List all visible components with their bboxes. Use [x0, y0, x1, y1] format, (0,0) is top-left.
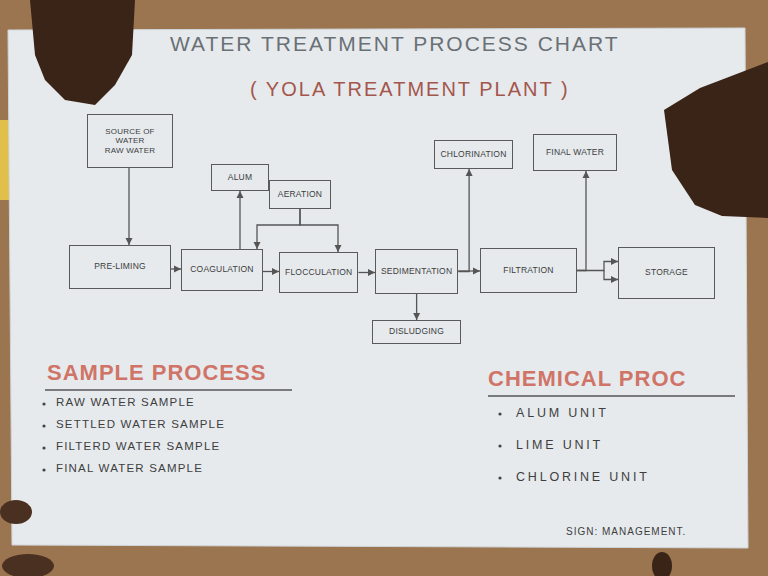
process-box: COAGULATION	[181, 249, 263, 291]
connector-line	[257, 209, 300, 249]
arrowhead	[272, 268, 279, 275]
process-box: STORAGE	[618, 247, 715, 299]
box-text: FINAL WATER	[546, 148, 604, 158]
process-box: AERATION	[269, 180, 331, 209]
arrowhead	[254, 242, 261, 249]
arrowhead	[611, 276, 618, 283]
connector-line	[128, 168, 129, 245]
box-text: FLOCCULATION	[285, 268, 352, 278]
arrowhead	[368, 269, 375, 276]
arrowhead	[126, 238, 133, 245]
box-text: ALUM	[228, 173, 252, 183]
flow-arrow	[577, 258, 618, 283]
process-box: SOURCE OF WATERRAW WATER	[87, 114, 173, 168]
arrowhead	[174, 266, 181, 273]
process-box: FILTRATION	[480, 248, 577, 293]
flow-arrow	[300, 209, 342, 252]
underline	[45, 389, 292, 390]
bullet	[42, 468, 45, 471]
flow-arrow	[254, 209, 301, 249]
box-text: CHLORINATION	[441, 150, 507, 160]
list-item: RAW WATER SAMPLE	[56, 396, 195, 408]
box-text: DISLUDGING	[389, 327, 444, 337]
list-item: CHLORINE UNIT	[516, 470, 650, 484]
arrowhead	[335, 245, 342, 252]
arrowhead	[466, 169, 473, 176]
process-box: FINAL WATER	[533, 134, 617, 171]
subtitle: ( YOLA TREATMENT PLANT )	[250, 78, 570, 101]
list-item: LIME UNIT	[516, 438, 603, 452]
list-item: FINAL WATER SAMPLE	[56, 462, 203, 474]
hand	[664, 62, 768, 218]
bullet	[42, 402, 45, 405]
flow-arrow	[358, 269, 375, 276]
connector-line	[458, 169, 469, 272]
underline	[488, 395, 735, 396]
finger	[0, 500, 32, 524]
box-text: PRE-LIMING	[94, 262, 146, 272]
bullet	[498, 476, 501, 479]
connector-line	[577, 171, 586, 271]
arrowhead	[583, 171, 590, 178]
section-heading: SAMPLE PROCESS	[47, 360, 266, 386]
box-text: STORAGE	[645, 268, 688, 278]
arrowhead	[237, 191, 244, 198]
signature: SIGN: MANAGEMENT.	[566, 526, 686, 537]
paper-sheet	[8, 28, 748, 548]
process-box: ALUM	[211, 164, 269, 191]
process-box: DISLUDGING	[372, 320, 461, 344]
connector-line	[300, 209, 338, 252]
flow-arrow	[237, 191, 244, 249]
process-box: PRE-LIMING	[69, 245, 171, 289]
box-text: SOURCE OF WATER	[93, 127, 167, 145]
finger	[2, 554, 54, 576]
bullet	[42, 424, 45, 427]
finger	[652, 552, 672, 576]
list-item: FILTERD WATER SAMPLE	[56, 440, 220, 452]
section-heading: CHEMICAL PROC	[488, 366, 686, 392]
list-item: SETTLED WATER SAMPLE	[56, 418, 225, 430]
flow-arrow	[458, 169, 472, 272]
process-box: CHLORINATION	[434, 140, 513, 169]
flow-arrow	[263, 268, 279, 275]
chart-title: WATER TREATMENT PROCESS CHART	[170, 32, 620, 56]
flow-arrow	[577, 171, 590, 271]
box-text: SEDIMENTATION	[381, 267, 452, 277]
arrowhead	[611, 258, 618, 265]
hand	[30, 0, 135, 105]
process-box: SEDIMENTATION	[375, 249, 458, 294]
box-text: AERATION	[278, 190, 322, 200]
arrowhead	[413, 313, 420, 320]
flow-arrow	[413, 294, 420, 320]
arrowhead	[473, 268, 480, 275]
bullet	[498, 444, 501, 447]
connector-line	[239, 191, 240, 249]
process-box: FLOCCULATION	[279, 252, 358, 293]
flow-arrow	[171, 266, 181, 273]
box-text: RAW WATER	[105, 146, 155, 155]
bullet	[42, 446, 45, 449]
bullet	[498, 412, 501, 415]
box-text: FILTRATION	[503, 266, 553, 276]
box-text: COAGULATION	[190, 265, 253, 275]
list-item: ALUM UNIT	[516, 406, 609, 420]
flow-arrow	[126, 168, 133, 245]
